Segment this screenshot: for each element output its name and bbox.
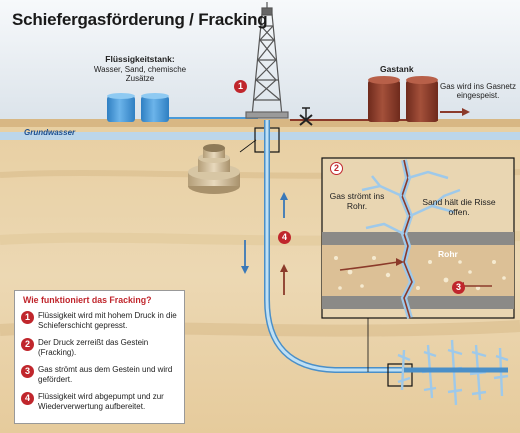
- fluid-tank-content: Wasser, Sand, chemische Zusätze: [93, 65, 187, 84]
- valve-icon: [299, 107, 313, 126]
- legend-title: Wie funktioniert das Fracking?: [23, 295, 152, 305]
- legend-step-text: Der Druck zerreißt das Gestein (Fracking…: [38, 338, 149, 357]
- fluid-tanks: [107, 93, 169, 122]
- fluid-tank-title: Flüssigkeitstank:: [105, 54, 175, 64]
- gas-tanks: [368, 76, 438, 122]
- step-badge-4: 4: [278, 231, 291, 244]
- legend-step-number: 4: [21, 392, 34, 405]
- legend-step-number: 3: [21, 365, 34, 378]
- surface: [0, 119, 520, 127]
- arrow-head-icon: [462, 108, 470, 116]
- groundwater-label: Grundwasser: [24, 128, 76, 137]
- legend-step-text: Flüssigkeit wird mit hohem Druck in die …: [38, 311, 177, 330]
- gas-network-label: Gas wird ins Gasnetz eingespeist.: [439, 82, 517, 101]
- gas-tank-title: Gastank: [380, 64, 414, 74]
- legend-step-text: Gas strömt aus dem Gestein und wird gefö…: [38, 365, 173, 384]
- well-pipe-inner: [265, 120, 404, 372]
- step-badge-1: 1: [234, 80, 247, 93]
- drilling-rig: [245, 2, 289, 119]
- flow-arrows-vertical: [241, 192, 288, 295]
- sand-label: Sand hält die Risse offen.: [422, 197, 496, 217]
- step-badge-3: 3: [452, 281, 465, 294]
- legend-box: Wie funktioniert das Fracking? 1 Flüssig…: [14, 290, 185, 424]
- diagram-title: Schiefergasförderung / Fracking: [12, 10, 268, 29]
- leader-line: [239, 139, 257, 153]
- gas-flows-label: Gas strömt ins Rohr.: [329, 191, 385, 211]
- legend-step-number: 2: [21, 338, 34, 351]
- fracture-zoom-panel: [321, 157, 515, 319]
- fracture-zoom-box: [387, 363, 413, 387]
- groundwater-band: [0, 132, 520, 140]
- pipe-label: Rohr: [438, 249, 458, 259]
- legend-step-number: 1: [21, 311, 34, 324]
- casing-illustration: [188, 144, 240, 194]
- legend-step-text: Flüssigkeit wird abgepumpt und zur Wiede…: [38, 392, 164, 411]
- step-badge-2: 2: [330, 162, 343, 175]
